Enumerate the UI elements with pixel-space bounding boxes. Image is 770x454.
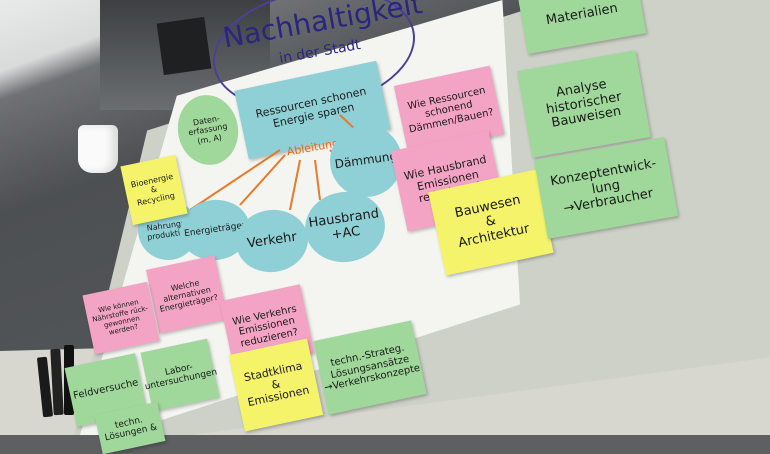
coffee-cup	[78, 125, 118, 173]
note-bioenergie: Bioenergie & Recycling	[120, 154, 188, 226]
note-stadtklima: Stadtklima & Emissionen	[228, 338, 324, 432]
